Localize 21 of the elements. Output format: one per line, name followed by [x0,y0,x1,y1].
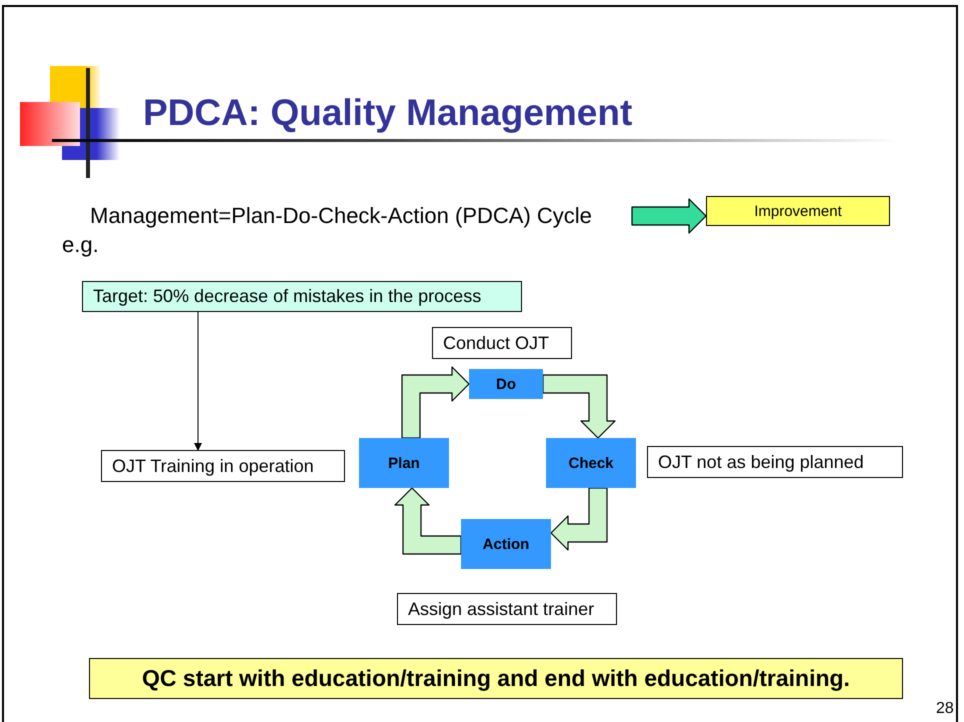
target-box: Target: 50% decrease of mistakes in the process [82,281,522,312]
curved-arrow [394,487,462,555]
phase-box: Do [469,369,543,399]
slide-title: PDCA: Quality Management [143,92,632,134]
phase-box: Check [546,438,636,488]
block-arrow [631,198,707,234]
statement-text: Management=Plan-Do-Check-Action (PDCA) Cycle [80,198,632,234]
example-label: e.g. [62,232,99,258]
note-box: Conduct OJT [432,327,572,359]
curved-arrow [550,487,608,551]
conclusion-box: QC start with education/training and end with education/training. [89,658,903,699]
curved-arrow [401,366,470,439]
note-box: Assign assistant trainer [397,593,617,625]
note-box: OJT Training in operation [101,450,345,482]
phase-box: Action [461,519,551,569]
note-box: OJT not as being planned [647,446,903,478]
arrow [194,312,202,451]
result-box: Improvement [706,196,890,226]
phase-box: Plan [359,438,449,488]
page-number: 28 [936,700,954,718]
curved-arrow [542,374,616,439]
